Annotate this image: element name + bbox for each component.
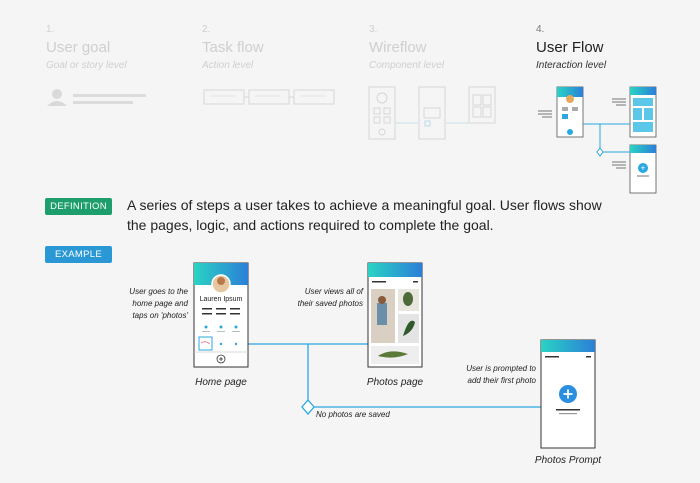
stage-task-flow: 2. Task flow Action level <box>202 24 264 71</box>
decision-diamond <box>301 399 315 415</box>
stage-subtitle: Component level <box>369 60 445 71</box>
note-home: User goes to the home page and taps on '… <box>129 287 188 320</box>
stage-title: User goal <box>46 39 111 56</box>
stage-title: User Flow <box>536 39 604 56</box>
note-prompt: User is prompted to add their first phot… <box>466 364 536 385</box>
svg-text:+: + <box>641 164 646 173</box>
caption-photos-prompt: Photos Prompt <box>534 455 602 466</box>
avatar-icon <box>52 89 62 99</box>
photos-prompt-screen <box>540 339 596 449</box>
stage-subtitle: Goal or story level <box>46 60 127 71</box>
home-page-screen <box>193 262 249 368</box>
stage-number: 1. <box>46 24 55 35</box>
stage-user-flow: 4. User Flow Interaction level <box>536 24 606 71</box>
stage-title: Wireflow <box>369 39 427 56</box>
profile-name: Lauren Ipsum <box>199 296 243 303</box>
caption-photos-page: Photos page <box>366 377 424 388</box>
user-goal-illustration <box>47 89 146 106</box>
stage-number: 2. <box>202 24 211 35</box>
stage-subtitle: Interaction level <box>536 60 607 71</box>
definition-text: A series of steps a user takes to achiev… <box>127 197 602 233</box>
stage-subtitle: Action level <box>202 60 254 71</box>
stage-title: Task flow <box>202 39 264 56</box>
definition-badge: DEFINITION <box>45 198 112 215</box>
example-badge: EXAMPLE <box>45 246 112 263</box>
photos-page-screen <box>367 262 423 368</box>
wireflow-illustration <box>368 86 496 140</box>
note-photos: User views all of their saved photos <box>297 287 363 308</box>
note-no-photos: No photos are saved <box>316 410 390 419</box>
caption-home-page: Home page <box>195 377 247 388</box>
stage-wireflow: 3. Wireflow Component level <box>369 24 444 71</box>
stage-number: 3. <box>369 24 378 35</box>
stage-number: 4. <box>536 24 545 35</box>
task-flow-illustration <box>203 89 335 105</box>
user-flow-mini-illustration: + <box>538 86 657 194</box>
stage-user-goal: 1. User goal Goal or story level <box>46 24 127 71</box>
